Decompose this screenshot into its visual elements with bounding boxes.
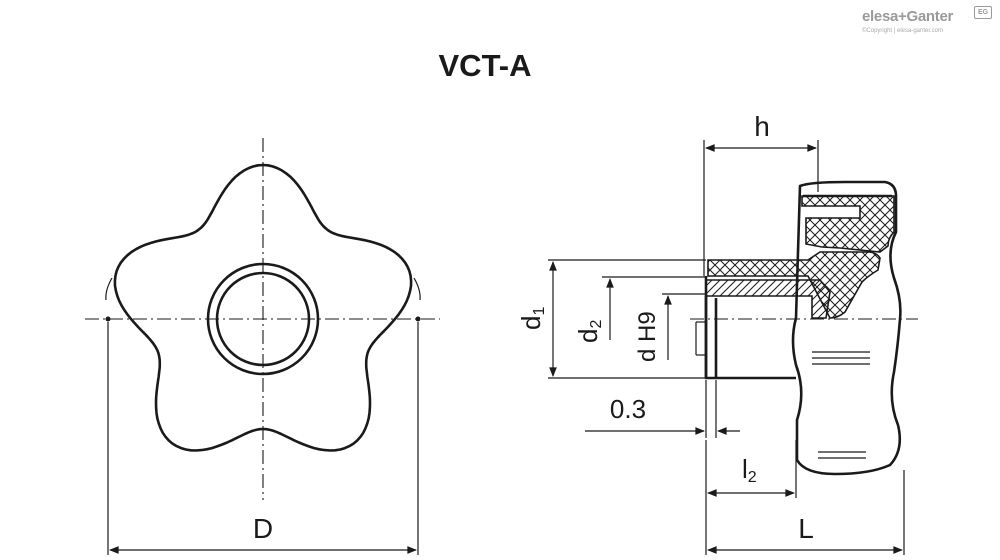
front-view: D: [85, 138, 440, 555]
tangent-point-right: [415, 316, 421, 322]
label-d1: d1: [516, 307, 548, 330]
lobed-knob-outline: [113, 163, 413, 452]
insert-inner-ring: [215, 271, 311, 367]
brand-copyright: ©Copyright | elesa-ganter.com: [862, 28, 944, 34]
brand-badge: EG: [974, 6, 992, 19]
tangent-point-left: [105, 316, 111, 322]
tangent-arc-left: [105, 277, 113, 301]
hub-section: [707, 251, 881, 319]
label-bore: d H9: [634, 311, 661, 362]
page-title: VCT-A: [438, 48, 532, 83]
label-h: h: [754, 111, 770, 142]
label-L: L: [798, 513, 814, 544]
label-l2: l2: [742, 454, 757, 486]
tangent-arc-right: [413, 277, 421, 301]
insert-section: [705, 279, 831, 319]
label-offset: 0.3: [610, 394, 646, 424]
side-view: h d1 d2 d H9 0.3 l2 L: [516, 111, 918, 555]
label-d2: d2: [573, 320, 605, 343]
brand-logo: elesa+Ganter: [862, 8, 954, 25]
insert-outer-ring: [206, 262, 320, 376]
label-D: D: [253, 513, 273, 544]
knob-body-outline: [791, 180, 902, 476]
brand-block: elesa+Ganter EG ©Copyright | elesa-gante…: [862, 6, 992, 42]
knob-top-section: [801, 195, 895, 253]
